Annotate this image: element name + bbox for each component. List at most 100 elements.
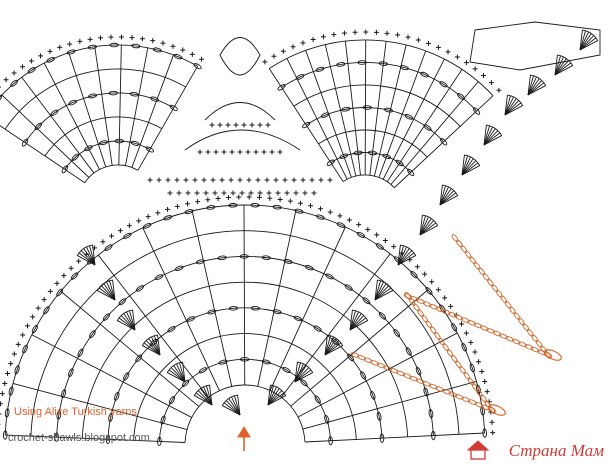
shell-stitch — [504, 95, 508, 116]
shell-stitch — [439, 186, 449, 206]
sc-stitch-mark — [215, 195, 221, 201]
shell-stitch — [419, 220, 435, 236]
sc-stitch-mark — [468, 340, 474, 346]
sc-stitch-mark — [384, 30, 390, 36]
sc-stitch-mark — [284, 190, 290, 196]
center-arch — [204, 102, 276, 121]
site-link[interactable]: crochet-shawls.blogspot.com — [8, 432, 150, 444]
chain-stitch-mark — [22, 344, 28, 354]
sc-stitch-mark — [311, 190, 317, 196]
sc-stitch-mark — [189, 51, 195, 57]
sc-stitch-mark — [490, 430, 496, 436]
shell-stitch — [483, 126, 493, 146]
chain-stitch-mark — [325, 273, 334, 280]
sc-stitch-mark — [139, 36, 145, 42]
chain-stitch-mark — [68, 368, 74, 378]
shell-stitch — [142, 345, 161, 356]
chain-loop-mark — [416, 298, 426, 305]
chain-stitch-mark — [86, 257, 95, 265]
right-wing-spoke — [324, 44, 357, 177]
sc-stitch-mark — [76, 258, 82, 264]
chain-stitch-mark — [378, 61, 389, 66]
chain-stitch-mark — [61, 389, 67, 399]
chain-stitch-mark — [261, 359, 271, 365]
sc-stitch-mark — [11, 351, 17, 357]
lower-fan-spoke — [191, 210, 233, 387]
chain-loop-mark — [460, 317, 470, 323]
chain-stitch-mark — [428, 408, 434, 419]
chain-stitch-mark — [357, 60, 367, 65]
chain-stitch-mark — [469, 363, 475, 373]
sc-stitch-mark — [246, 177, 252, 183]
shell-stitch — [439, 185, 443, 206]
chain-stitch-mark — [472, 107, 481, 115]
shell-stitch — [129, 310, 136, 331]
right-wing-spoke — [373, 44, 407, 177]
sc-stitch-mark — [201, 177, 207, 183]
shell-stitch — [439, 185, 446, 206]
sc-stitch-mark — [100, 239, 106, 245]
sc-stitch-mark — [435, 287, 441, 293]
shell-stitch — [182, 362, 186, 383]
shell-stitch — [118, 317, 136, 331]
shell-stitch — [324, 335, 331, 356]
chain-stitch-mark — [439, 304, 446, 313]
chain-loop-mark — [486, 328, 496, 334]
sc-stitch-mark — [47, 48, 53, 54]
shell-stitch — [77, 255, 96, 266]
sc-stitch-mark — [365, 227, 371, 233]
chain-loop-mark — [467, 320, 477, 326]
chain-loop-mark — [350, 352, 360, 358]
sc-stitch-mark — [266, 190, 272, 196]
sc-stitch-mark — [2, 381, 8, 387]
right-wing-spoke — [382, 58, 445, 180]
shell-stitch — [267, 395, 286, 406]
sc-stitch-mark — [192, 177, 198, 183]
start-arrow-icon — [237, 426, 251, 451]
chain-loop-mark — [476, 388, 483, 397]
shell-stitch — [554, 60, 570, 76]
shell-stitch — [168, 369, 186, 383]
sc-stitch-mark — [399, 250, 405, 256]
chain-stitch-mark — [70, 272, 79, 280]
sc-stitch-mark — [277, 196, 283, 202]
chain-stitch-mark — [294, 208, 304, 214]
sc-stitch-mark — [25, 323, 31, 329]
chain-stitch-mark — [482, 428, 487, 438]
sc-stitch-mark — [442, 295, 448, 301]
shell-stitch — [349, 313, 362, 331]
shell-stitch — [267, 385, 274, 406]
sc-stitch-mark — [183, 177, 189, 183]
shell-stitch — [120, 315, 136, 331]
shell-stitch — [294, 362, 298, 383]
sc-stitch-mark — [277, 149, 283, 155]
shell-stitch — [461, 156, 471, 176]
sc-stitch-mark — [174, 177, 180, 183]
shell-stitch — [461, 155, 468, 176]
chain-stitch-mark — [130, 140, 140, 146]
chain-loop-mark — [504, 300, 512, 309]
chain-loop-mark — [370, 360, 379, 366]
sc-stitch-mark — [35, 305, 41, 311]
shell-edge — [296, 361, 314, 374]
right-wing-row-arc — [293, 84, 461, 127]
shell-stitch — [294, 369, 312, 383]
shell-stitch — [504, 102, 522, 116]
shell-stitch — [231, 396, 241, 416]
sc-stitch-mark — [256, 194, 262, 200]
shell-stitch — [374, 281, 384, 301]
chain-loop-mark — [454, 394, 464, 400]
shell-stitch — [157, 335, 161, 356]
sc-stitch-mark — [241, 122, 247, 128]
left-wing-spoke — [21, 76, 95, 174]
left-wing-row-arc — [4, 68, 186, 130]
sc-stitch-mark — [458, 321, 464, 327]
chain-stitch-mark — [395, 159, 404, 167]
right-wing-spoke — [268, 68, 344, 182]
chain-stitch-mark — [300, 379, 308, 387]
shell-stitch — [126, 311, 136, 331]
chain-loop-mark — [422, 301, 432, 307]
sc-stitch-mark — [155, 210, 161, 216]
shell-edge — [269, 384, 287, 397]
